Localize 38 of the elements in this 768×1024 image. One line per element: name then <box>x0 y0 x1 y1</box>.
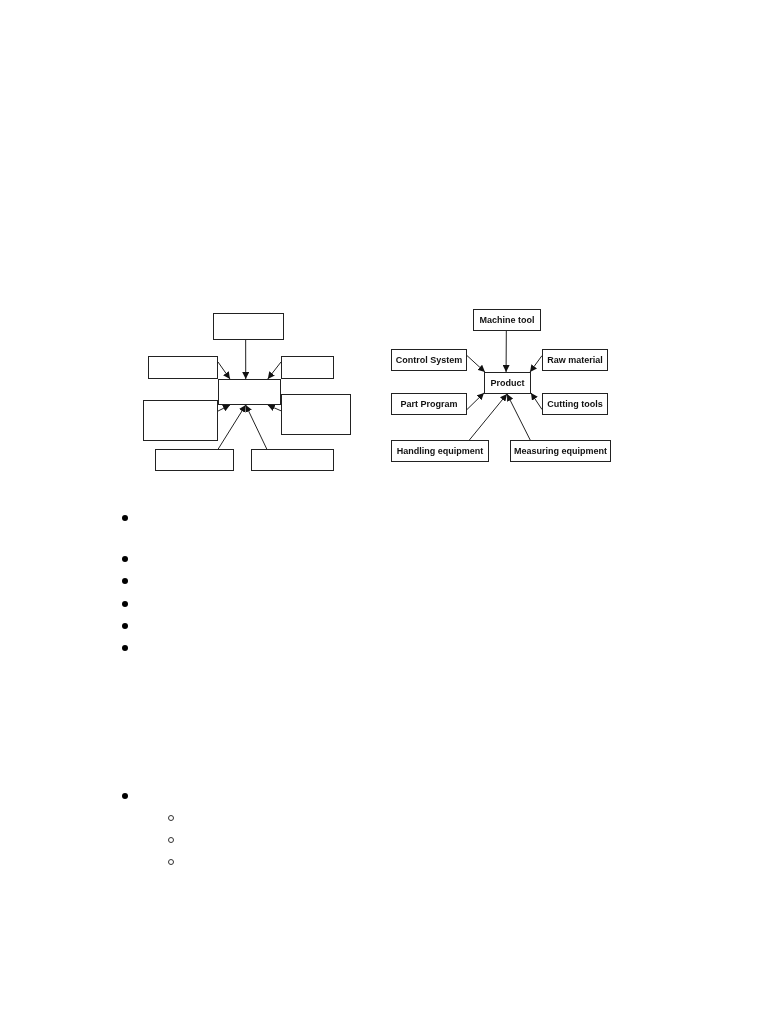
arrow <box>217 361 231 380</box>
box-label: Handling equipment <box>396 446 484 456</box>
box-label: Part Program <box>400 399 458 409</box>
arrow <box>217 404 231 412</box>
arrow <box>506 393 531 441</box>
arrow <box>530 392 543 410</box>
empty-box <box>218 379 281 405</box>
arrow <box>217 404 247 450</box>
box-label: Product <box>490 378 525 388</box>
arrow <box>466 392 485 410</box>
box-label: Machine tool <box>479 315 535 325</box>
arrow <box>267 361 282 380</box>
process-box <box>391 349 467 371</box>
empty-box <box>155 449 234 471</box>
arrow <box>502 330 510 373</box>
box-label: Raw material <box>547 355 603 365</box>
process-box <box>542 349 608 371</box>
arrow <box>242 339 250 380</box>
arrow <box>529 355 543 373</box>
arrow <box>267 404 282 412</box>
empty-box <box>281 356 334 379</box>
process-box <box>542 393 608 415</box>
empty-box <box>148 356 218 379</box>
box-label: Cutting tools <box>547 399 603 409</box>
process-box <box>484 372 531 394</box>
process-box <box>510 440 611 462</box>
arrow <box>468 393 508 441</box>
process-box <box>391 440 489 462</box>
empty-box <box>281 394 351 435</box>
empty-box <box>143 400 218 441</box>
process-box <box>473 309 541 331</box>
empty-box <box>251 449 334 471</box>
arrow <box>245 404 268 450</box>
box-label: Control System <box>395 355 463 365</box>
process-box <box>391 393 467 415</box>
arrow <box>466 355 486 373</box>
box-label: Measuring equipment <box>514 446 607 456</box>
empty-box <box>213 313 284 340</box>
